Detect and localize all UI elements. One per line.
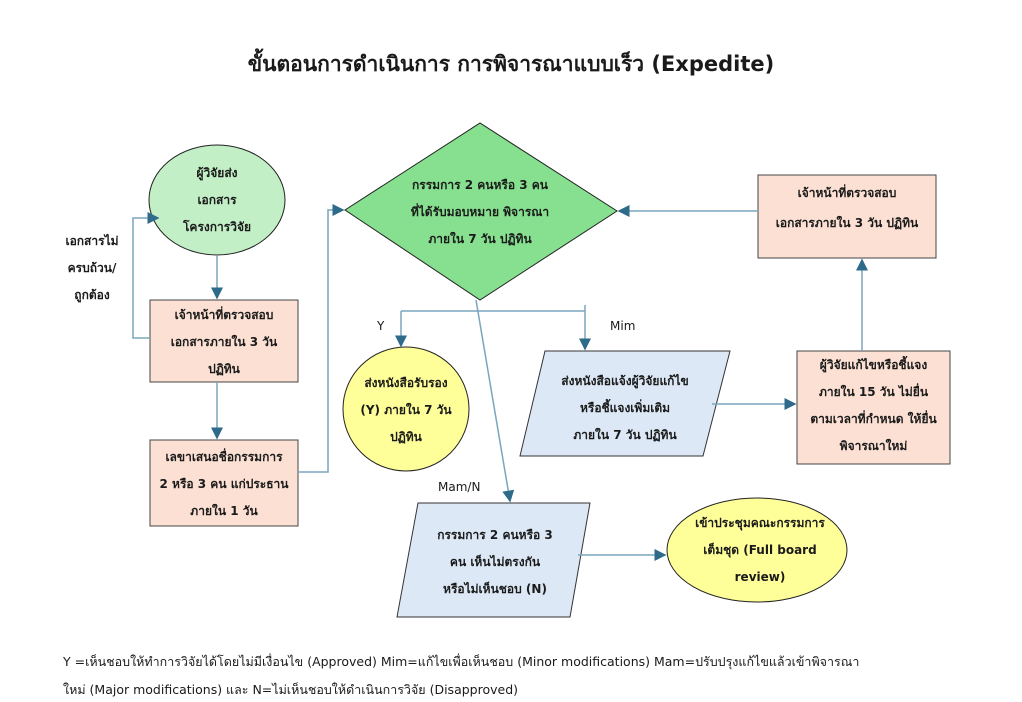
committee-decision-shape (344, 122, 618, 301)
legend-line-1: Y =เห็นชอบให้ทำการวิจัยได้โดยไม่มีเงื่อน… (63, 654, 860, 669)
connectors (132, 204, 868, 561)
label-text: ครบถ้วน/ (67, 261, 117, 275)
submit-node: ผู้วิจัยส่ง เอกสาร โครงการวิจัย (160, 160, 274, 241)
branch-label-mim: Mim (610, 319, 636, 333)
page-title: ขั้นตอนการดำเนินการ การพิจารณาแบบเร็ว (E… (247, 52, 775, 76)
minor-node: ส่งหนังสือแจ้งผู้วิจัยแก้ไข หรือชี้แจงเพ… (530, 368, 720, 449)
node-text: โครงการวิจัย (182, 220, 252, 234)
secretary-node-shape (149, 439, 299, 527)
secretary-node: เลขาเสนอชื่อกรรมการ 2 หรือ 3 คน แก่ประธา… (150, 444, 298, 525)
node-text: เจ้าหน้าที่ตรวจสอบ (797, 186, 897, 200)
check1-node: เจ้าหน้าที่ตรวจสอบ เอกสารภายใน 3 วัน ปฏิ… (150, 302, 298, 383)
label-text: เอกสารไม่ (65, 234, 119, 248)
revise-node-shape (796, 350, 951, 465)
node-text: เลขาเสนอชื่อกรรมการ (165, 450, 283, 464)
node-text: คน เห็นไม่ตรงกัน (449, 555, 541, 569)
node-text: ภายใน 7 วัน ปฏิทิน (428, 232, 532, 246)
incomplete-label: เอกสารไม่ ครบถ้วน/ ถูกต้อง (48, 228, 136, 309)
check2-node-shape (757, 174, 937, 259)
node-text: เอกสารภายใน 3 วัน ปฏิทิน (775, 216, 919, 230)
submit-node-shape (148, 144, 286, 256)
node-text: พิจารณาใหม่ (839, 439, 908, 453)
node-text: ภายใน 1 วัน (190, 504, 258, 518)
major-node: กรรมการ 2 คนหรือ 3 คน เห็นไม่ตรงกัน หรือ… (410, 522, 580, 603)
approve-node: ส่งหนังสือรับรอง (Y) ภายใน 7 วัน ปฏิทิน (350, 370, 462, 451)
minor-node-shape (519, 350, 731, 457)
node-text: เข้าประชุมคณะกรรมการ (695, 516, 825, 530)
node-text: ส่งหนังสือแจ้งผู้วิจัยแก้ไข (561, 374, 689, 388)
check1-node-shape (149, 299, 299, 383)
node-text: ผู้วิจัยส่ง (196, 166, 238, 180)
node-text: ส่งหนังสือรับรอง (364, 376, 448, 390)
node-text: ปฏิทิน (208, 362, 240, 376)
branch-label-mam-n: Mam/N (438, 480, 481, 494)
node-text: review) (734, 570, 786, 584)
node-text: หรือชี้แจงเพิ่มเติม (579, 401, 671, 415)
node-text: เต็มชุด (Full board (703, 543, 817, 557)
legend-line-2: ใหม่ (Major modifications) และ N=ไม่เห็น… (63, 682, 519, 697)
fullboard-node: เข้าประชุมคณะกรรมการ เต็มชุด (Full board… (680, 510, 840, 591)
major-node-shape (396, 502, 591, 618)
node-text: ตามเวลาที่กำหนด ให้ยื่น (810, 412, 937, 426)
node-text: หรือไม่เห็นชอบ (N) (443, 582, 547, 596)
label-text: ถูกต้อง (74, 288, 110, 302)
node-text: เจ้าหน้าที่ตรวจสอบ (174, 308, 274, 322)
node-text: 2 หรือ 3 คน แก่ประธาน (159, 477, 289, 491)
branch-label-y: Y (377, 319, 385, 333)
node-text: กรรมการ 2 คนหรือ 3 คน (412, 178, 548, 192)
check2-node: เจ้าหน้าที่ตรวจสอบ เอกสารภายใน 3 วัน ปฏิ… (758, 178, 936, 238)
node-text: เอกสารภายใน 3 วัน (170, 335, 278, 349)
node-text: กรรมการ 2 คนหรือ 3 (437, 528, 553, 542)
fullboard-node-shape (666, 497, 848, 603)
revise-node: ผู้วิจัยแก้ไขหรือชี้แจง ภายใน 15 วัน ไม่… (797, 352, 950, 460)
node-text: ผู้วิจัยแก้ไขหรือชี้แจง (819, 358, 928, 372)
node-text: ภายใน 15 วัน ไม่ยื่น (818, 385, 929, 399)
committee-decision: กรรมการ 2 คนหรือ 3 คน ที่ได้รับมอบหมาย พ… (395, 172, 565, 253)
node-text: เอกสาร (197, 193, 237, 207)
node-text: ที่ได้รับมอบหมาย พิจารณา (410, 205, 550, 219)
node-text: ปฏิทิน (390, 430, 422, 444)
node-text: ภายใน 7 วัน ปฏิทิน (573, 428, 677, 442)
node-text: (Y) ภายใน 7 วัน (360, 403, 452, 417)
